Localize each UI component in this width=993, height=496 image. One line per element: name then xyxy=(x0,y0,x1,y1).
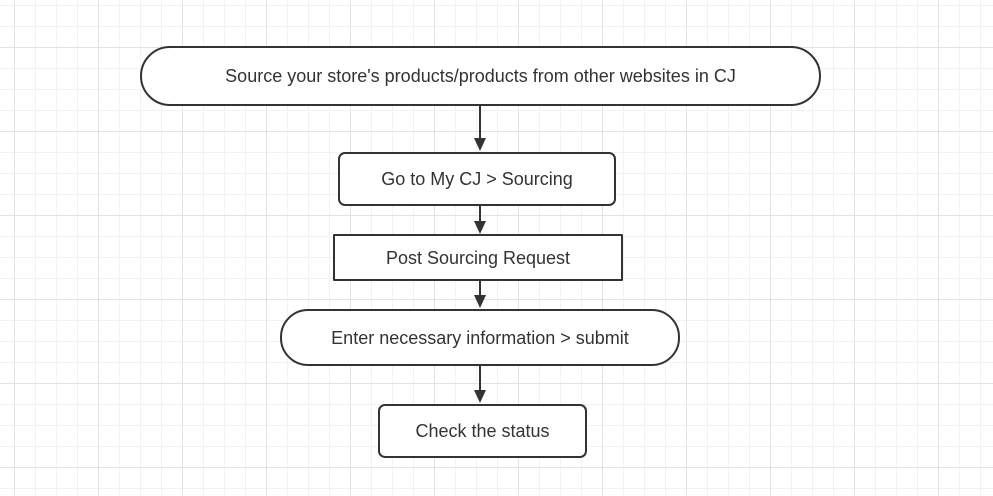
arrow-line xyxy=(479,206,481,221)
flow-arrow-1 xyxy=(474,106,486,151)
flow-arrow-2 xyxy=(474,206,486,234)
flow-node-label: Go to My CJ > Sourcing xyxy=(381,169,573,189)
flow-node-label: Enter necessary information > submit xyxy=(331,327,629,348)
flow-node-goto-my-cj-sourcing: Go to My CJ > Sourcing xyxy=(338,152,616,206)
arrow-line xyxy=(479,106,481,138)
arrow-line xyxy=(479,366,481,390)
arrow-line xyxy=(479,281,481,295)
flow-node-source-products: Source your store's products/products fr… xyxy=(140,46,821,106)
arrow-head-down-icon xyxy=(474,390,486,403)
flow-node-label: Source your store's products/products fr… xyxy=(225,66,736,86)
flow-node-post-sourcing-request: Post Sourcing Request xyxy=(333,234,623,281)
arrow-head-down-icon xyxy=(474,221,486,234)
flow-node-label: Post Sourcing Request xyxy=(385,247,571,268)
flow-arrow-3 xyxy=(474,281,486,308)
flow-node-label: Check the status xyxy=(415,421,550,441)
flow-node-enter-information-submit: Enter necessary information > submit xyxy=(280,309,680,366)
arrow-head-down-icon xyxy=(474,295,486,308)
flow-node-check-status: Check the status xyxy=(378,404,587,458)
arrow-head-down-icon xyxy=(474,138,486,151)
flow-arrow-4 xyxy=(474,366,486,403)
